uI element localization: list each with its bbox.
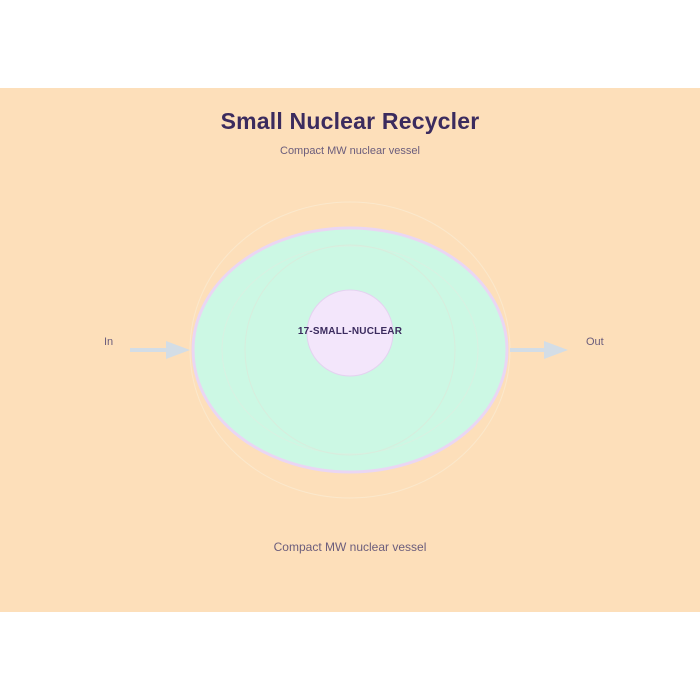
outlet-label: Out: [586, 336, 604, 348]
inlet-arrow: [130, 341, 190, 359]
reactor-core: [306, 289, 394, 377]
diagram-title: Small Nuclear Recycler: [220, 108, 480, 134]
vessel-ring-outer: [221, 245, 479, 455]
vessel-ring-inner: [244, 244, 456, 456]
core-label: 17-SMALL-NUCLEAR: [297, 326, 403, 337]
footer-caption: Compact MW nuclear vessel: [273, 540, 427, 554]
diagram-subtitle: Compact MW nuclear vessel: [280, 145, 420, 157]
inlet-label: In: [104, 336, 114, 348]
outlet-arrow: [510, 341, 568, 359]
